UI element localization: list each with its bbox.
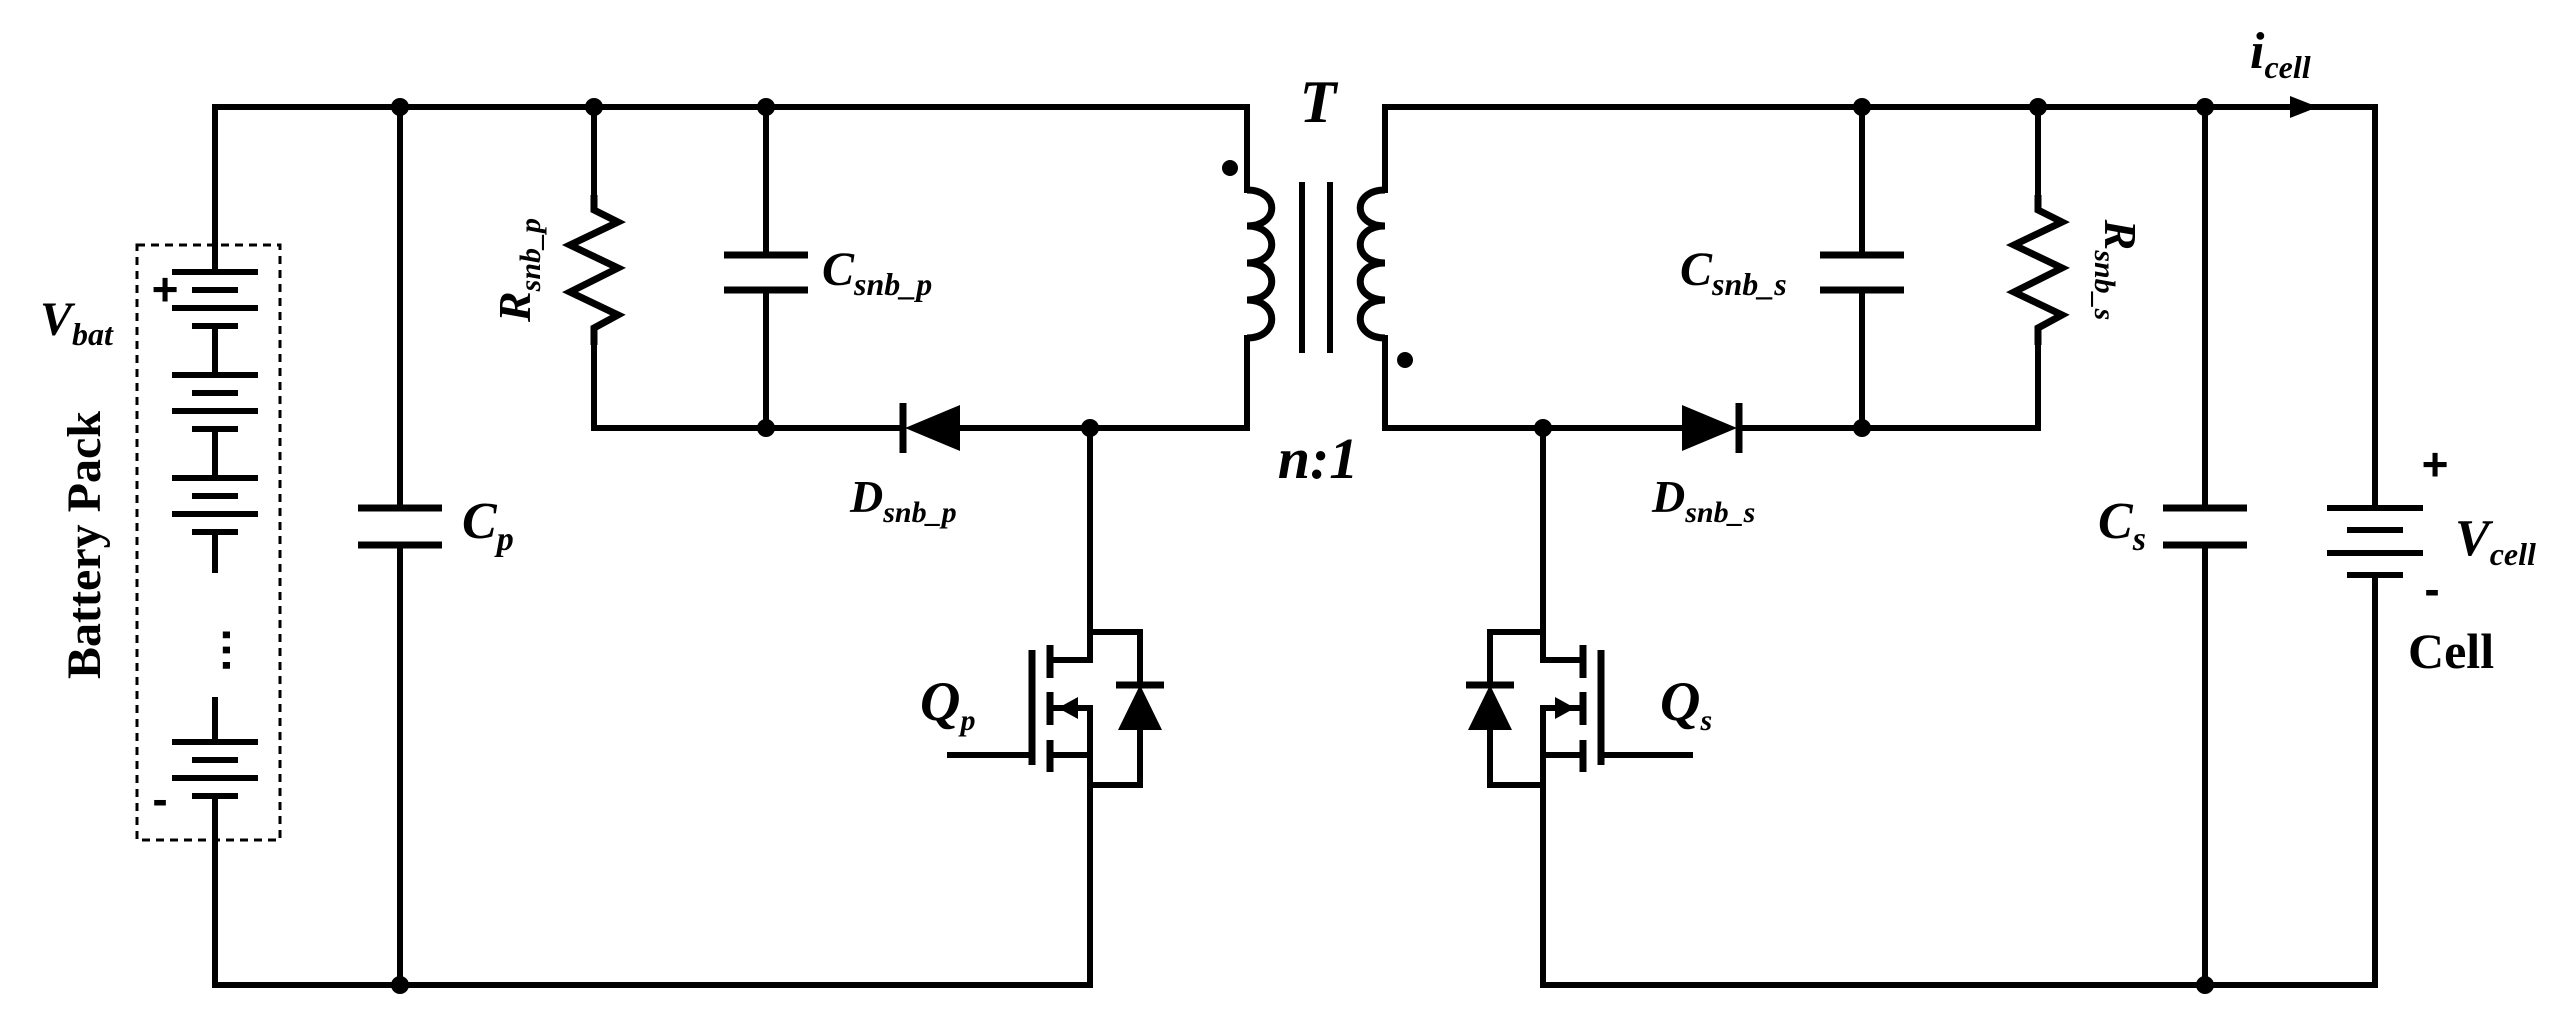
vbat-label: Vbat bbox=[40, 293, 114, 352]
cp-label: Cp bbox=[462, 493, 514, 558]
battery-cell-1 bbox=[172, 269, 258, 378]
cell-minus-sign: - bbox=[2424, 563, 2439, 615]
diode-dsnb-s bbox=[1682, 403, 1743, 453]
battery-pack-outline bbox=[135, 243, 282, 842]
qp-label: Qp bbox=[920, 671, 975, 737]
battery-minus-sign: - bbox=[152, 773, 167, 825]
icell-arrow bbox=[2290, 96, 2318, 118]
capacitor-cp bbox=[358, 504, 442, 549]
secondary-wires bbox=[1382, 104, 2378, 988]
cell-battery bbox=[2327, 505, 2423, 578]
battery-plus-sign: + bbox=[152, 263, 179, 315]
battery-pack-label: Battery Pack bbox=[58, 411, 111, 679]
rsnb-s-label: Rsnb_s bbox=[2088, 219, 2146, 321]
vcell-label: Vcell bbox=[2455, 510, 2536, 572]
diode-dsnb-p bbox=[899, 403, 960, 453]
transformer-label: T bbox=[1300, 69, 1339, 135]
primary-polarity-dot bbox=[1222, 160, 1238, 176]
resistor-rsnb-s bbox=[2005, 195, 2070, 345]
dsnb-s-label: Dsnb_s bbox=[1651, 471, 1755, 529]
primary-wires bbox=[212, 104, 1250, 988]
dsnb-p-label: Dsnb_p bbox=[849, 471, 957, 529]
capacitor-csnb-s bbox=[1820, 251, 1904, 294]
capacitor-cs bbox=[2163, 504, 2247, 549]
qs-label: Qs bbox=[1660, 671, 1712, 737]
icell-label: icell bbox=[2250, 23, 2311, 85]
rsnb-p-label: Rsnb_p bbox=[489, 218, 547, 323]
junction-dots bbox=[391, 98, 2214, 994]
battery-pack: … + - bbox=[135, 243, 282, 842]
cell-label: Cell bbox=[2408, 623, 2494, 679]
battery-ellipsis: … bbox=[188, 626, 241, 674]
csnb-s-label: Csnb_s bbox=[1680, 243, 1787, 302]
resistor-rsnb-p bbox=[561, 195, 626, 345]
csnb-p-label: Csnb_p bbox=[822, 243, 932, 302]
mosfet-qs bbox=[1466, 629, 1693, 788]
cs-label: Cs bbox=[2098, 493, 2146, 558]
turns-ratio-label: n:1 bbox=[1278, 426, 1359, 491]
transformer-t bbox=[1222, 160, 1413, 368]
secondary-polarity-dot bbox=[1397, 352, 1413, 368]
battery-cell-4 bbox=[172, 697, 258, 818]
battery-cell-3 bbox=[172, 475, 258, 573]
capacitor-csnb-p bbox=[724, 251, 808, 294]
cell-plus-sign: + bbox=[2422, 438, 2449, 490]
battery-cell-2 bbox=[172, 372, 258, 481]
mosfet-qp bbox=[947, 629, 1164, 788]
